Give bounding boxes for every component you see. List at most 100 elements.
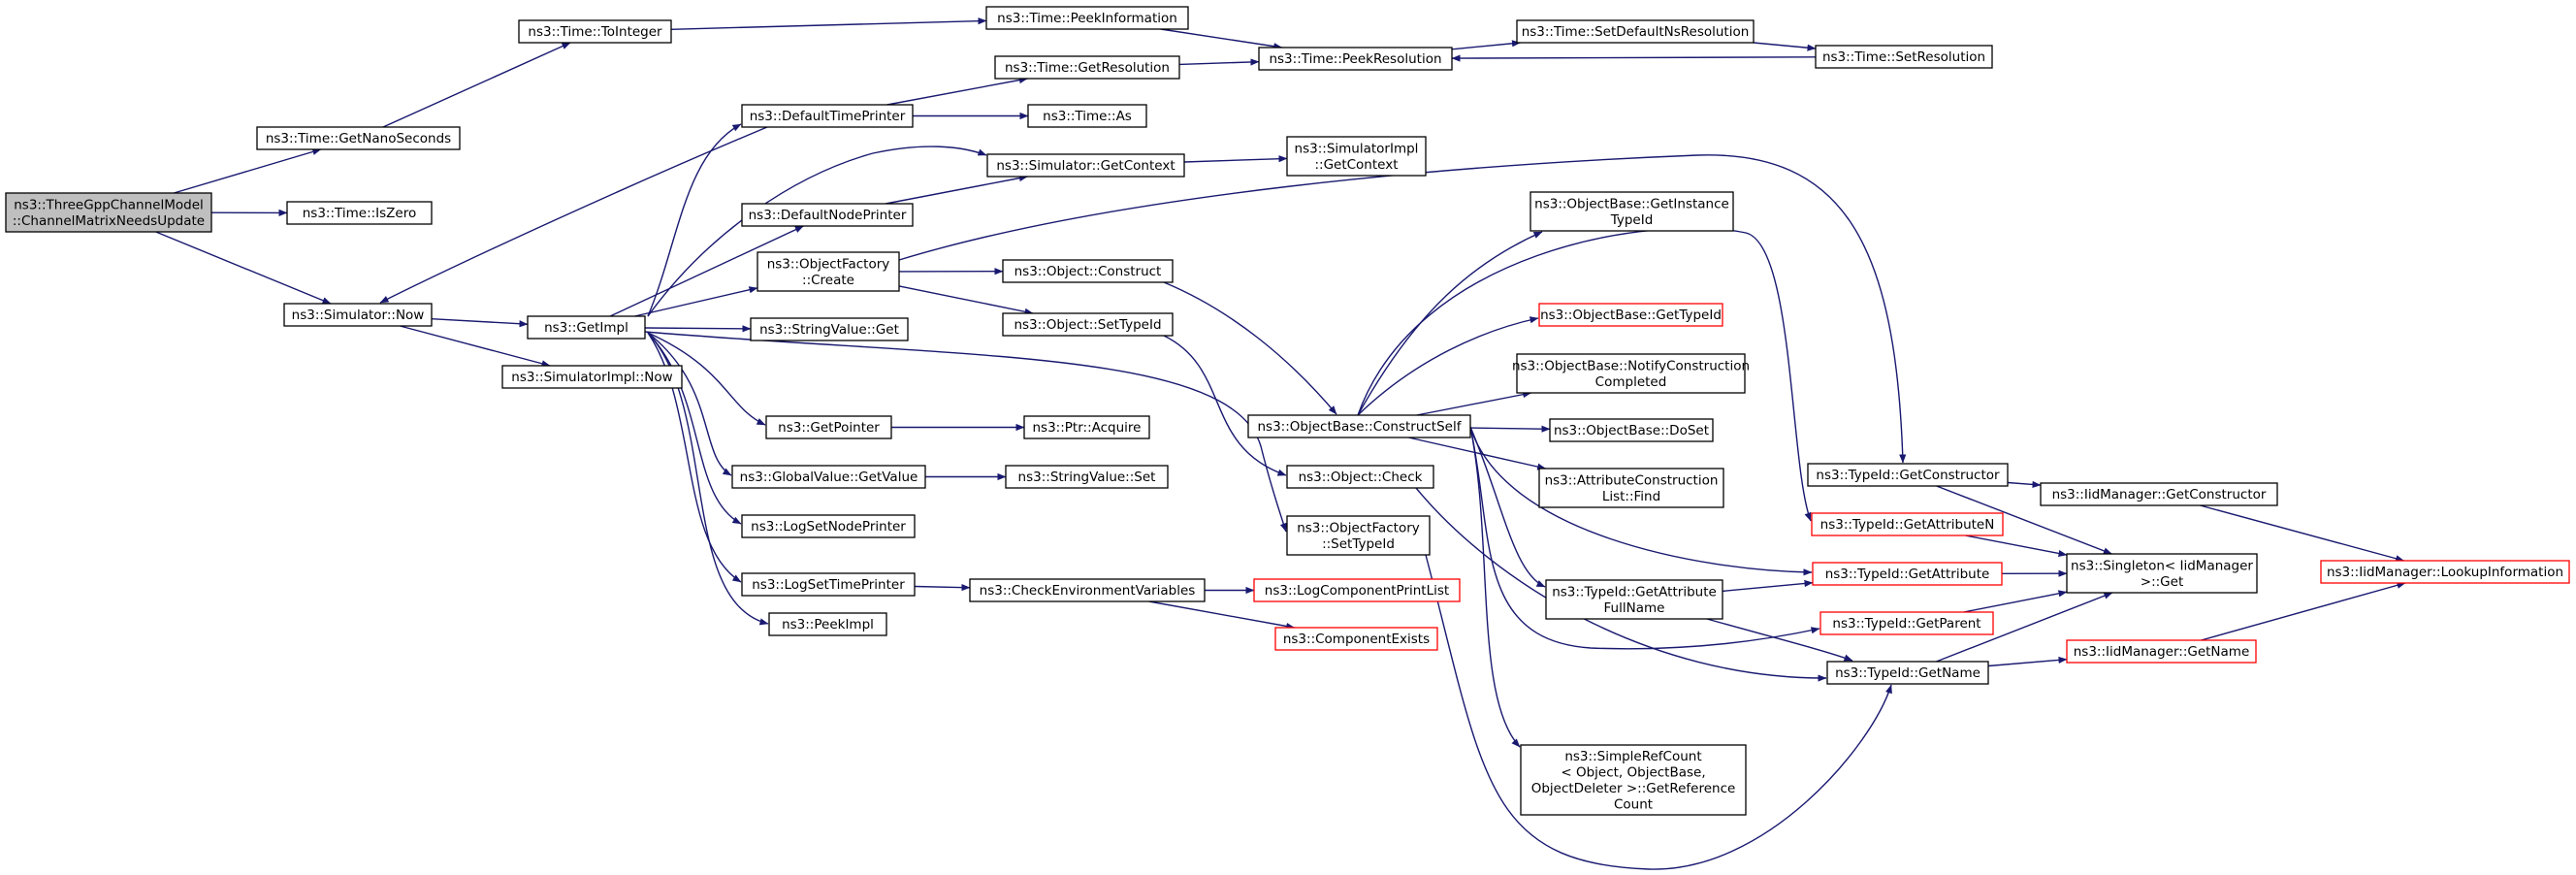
node-stringvalueset[interactable]: ns3::StringValue::Set: [1005, 465, 1169, 489]
edge-constructself-to-simplerefcount: [1469, 426, 1521, 748]
node-label: < Object, ObjectBase,: [1561, 764, 1705, 780]
edge-simnow-to-getimpl: [431, 318, 529, 328]
edge-getimpl-to-objfactorysettypeid: [644, 331, 1287, 533]
node-logsetnodeprinter[interactable]: ns3::LogSetNodePrinter: [741, 514, 916, 538]
node-label: ns3::SimpleRefCount: [1564, 749, 1701, 764]
node-ptracquire[interactable]: ns3::Ptr::Acquire: [1023, 415, 1150, 439]
node-iidmgrgetname[interactable]: ns3::IidManager::GetName: [2066, 639, 2257, 664]
node-box: [2040, 482, 2278, 506]
node-box: [1520, 744, 1747, 816]
node-tointeger[interactable]: ns3::Time::ToInteger: [518, 19, 672, 44]
node-objfactorycreate[interactable]: ns3::ObjectFactory::Create: [757, 251, 900, 292]
node-simgetcontext[interactable]: ns3::Simulator::GetContext: [986, 153, 1185, 178]
node-label: ns3::PeekImpl: [782, 617, 874, 632]
node-getresolution[interactable]: ns3::Time::GetResolution: [994, 55, 1180, 80]
node-box: [1027, 104, 1147, 128]
node-label: ns3::TypeId::GetAttributeN: [1820, 517, 1995, 533]
node-compexists[interactable]: ns3::ComponentExists: [1274, 627, 1438, 651]
node-peekresolution[interactable]: ns3::Time::PeekResolution: [1258, 47, 1453, 71]
edge-objfactorycreate-to-objsettypeid: [898, 285, 1034, 315]
node-typeidgetname[interactable]: ns3::TypeId::GetName: [1826, 661, 1989, 685]
node-checkenv[interactable]: ns3::CheckEnvironmentVariables: [969, 578, 1206, 602]
node-setresolution[interactable]: ns3::Time::SetResolution: [1815, 45, 1993, 69]
node-label: ns3::TypeId::GetConstructor: [1816, 468, 2000, 483]
node-typeidgetconstructor[interactable]: ns3::TypeId::GetConstructor: [1807, 463, 2009, 487]
node-getpointer[interactable]: ns3::GetPointer: [765, 415, 892, 439]
node-objbasedoset[interactable]: ns3::ObjectBase::DoSet: [1549, 418, 1714, 442]
edge-getimpl-to-defaulttimeprinter: [647, 123, 742, 317]
node-iidmgrlookupinfo[interactable]: ns3::IidManager::LookupInformation: [2320, 560, 2570, 584]
edge-getimpl-to-simgetcontext: [647, 146, 987, 317]
node-label: TypeId: [1610, 212, 1654, 228]
node-simimplnow[interactable]: ns3::SimulatorImpl::Now: [501, 365, 683, 389]
node-box: [1811, 512, 2004, 536]
node-simplerefcount[interactable]: ns3::SimpleRefCount< Object, ObjectBase,…: [1520, 744, 1747, 816]
node-label: ns3::Time::SetResolution: [1822, 49, 1985, 65]
node-setdefaultns[interactable]: ns3::Time::SetDefaultNsResolution: [1516, 19, 1755, 44]
node-objfactorysettypeid[interactable]: ns3::ObjectFactory::SetTypeId: [1286, 515, 1431, 556]
node-label: ns3::GetPointer: [778, 420, 880, 436]
node-label: Completed: [1595, 374, 1667, 390]
node-label: >::Get: [2141, 574, 2183, 590]
node-label: ns3::IidManager::GetName: [2074, 644, 2250, 660]
node-box: [765, 415, 892, 439]
node-typeidgetattribute[interactable]: ns3::TypeId::GetAttribute: [1812, 562, 2003, 586]
node-label: ns3::LogSetTimePrinter: [752, 577, 905, 593]
edge-peekinformation-to-peekresolution: [1160, 28, 1283, 50]
edge-checkenv-to-compexists: [1148, 600, 1296, 631]
node-root[interactable]: ns3::ThreeGppChannelModel::ChannelMatrix…: [5, 192, 212, 233]
edge-objfactorycreate-to-typeidgetconstructor: [898, 154, 1907, 464]
node-singletonget[interactable]: ns3::Singleton< IidManager >::Get: [2066, 553, 2258, 594]
node-box: [1002, 259, 1174, 283]
node-iidmgrgetconstructor[interactable]: ns3::IidManager::GetConstructor: [2040, 482, 2278, 506]
node-box: [283, 303, 433, 327]
node-objcheck[interactable]: ns3::Object::Check: [1286, 465, 1434, 489]
node-logcompprintlist[interactable]: ns3::LogComponentPrintList: [1253, 578, 1461, 602]
node-objsettypeid[interactable]: ns3::Object::SetTypeId: [1002, 312, 1174, 337]
node-simnow[interactable]: ns3::Simulator::Now: [283, 303, 433, 327]
node-constructself[interactable]: ns3::ObjectBase::ConstructSelf: [1247, 414, 1471, 438]
node-box: [731, 465, 926, 489]
node-label: ns3::Time::SetDefaultNsResolution: [1522, 24, 1750, 40]
node-logsettimeprinter[interactable]: ns3::LogSetTimePrinter: [741, 572, 916, 597]
node-globalvalueget[interactable]: ns3::GlobalValue::GetValue: [731, 465, 926, 489]
edge-getimpl-to-defaultnodeprinter: [609, 225, 804, 317]
node-box: [1253, 578, 1461, 602]
edge-constructself-to-typeidgetparent: [1469, 426, 1820, 650]
node-objbasenotify[interactable]: ns3::ObjectBase::NotifyConstructionCompl…: [1512, 353, 1750, 394]
node-label: ns3::AttributeConstruction: [1545, 472, 1719, 488]
node-typeidgetattributen[interactable]: ns3::TypeId::GetAttributeN: [1811, 512, 2004, 536]
node-label: ns3::Time::As: [1043, 109, 1132, 124]
node-defaultnodeprinter[interactable]: ns3::DefaultNodePrinter: [741, 203, 914, 227]
edge-constructself-to-objbasegettypeid: [1357, 316, 1539, 416]
node-box: [741, 203, 914, 227]
node-box: [1286, 136, 1427, 177]
node-label: FullName: [1604, 600, 1665, 616]
node-objbasegettypeid[interactable]: ns3::ObjectBase::GetTypeId: [1538, 303, 1723, 327]
node-simimplgetcontext[interactable]: ns3::SimulatorImpl::GetContext: [1286, 136, 1427, 177]
node-getnanoseconds[interactable]: ns3::Time::GetNanoSeconds: [256, 126, 461, 150]
node-peekinformation[interactable]: ns3::Time::PeekInformation: [985, 6, 1189, 30]
node-box: [741, 572, 916, 597]
node-iszero[interactable]: ns3::Time::IsZero: [286, 201, 433, 225]
node-box: [5, 192, 212, 233]
node-getimpl[interactable]: ns3::GetImpl: [527, 315, 646, 340]
node-timeas[interactable]: ns3::Time::As: [1027, 104, 1147, 128]
edge-setresolution-to-peekresolution: [1451, 54, 1817, 62]
node-box: [1819, 611, 1994, 635]
node-peekimpl[interactable]: ns3::PeekImpl: [768, 612, 887, 636]
node-label: ns3::Time::ToInteger: [528, 24, 662, 40]
node-label: ns3::ObjectBase::ConstructSelf: [1258, 419, 1463, 435]
node-stringvalueget[interactable]: ns3::StringValue::Get: [750, 317, 909, 341]
node-box: [286, 201, 433, 225]
node-typeidgetparent[interactable]: ns3::TypeId::GetParent: [1819, 611, 1994, 635]
node-box: [256, 126, 461, 150]
node-objconstruct[interactable]: ns3::Object::Construct: [1002, 259, 1174, 283]
node-defaulttimeprinter[interactable]: ns3::DefaultTimePrinter: [741, 104, 914, 128]
edge-constructself-to-objbasenotify: [1416, 391, 1532, 416]
edge-typeidgetattributen-to-singletonget: [1965, 535, 2068, 558]
node-label: ns3::Time::PeekInformation: [997, 11, 1177, 26]
